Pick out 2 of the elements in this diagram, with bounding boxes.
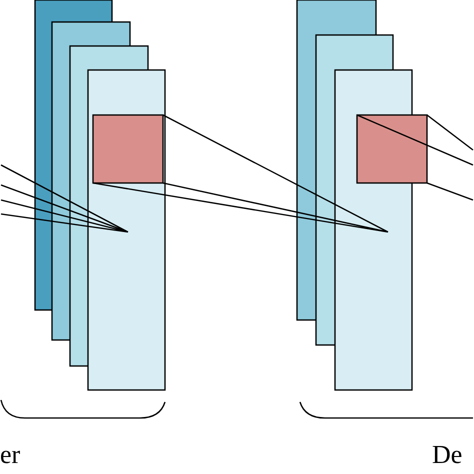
- section-label: er: [0, 440, 20, 470]
- section-label: De: [432, 440, 462, 470]
